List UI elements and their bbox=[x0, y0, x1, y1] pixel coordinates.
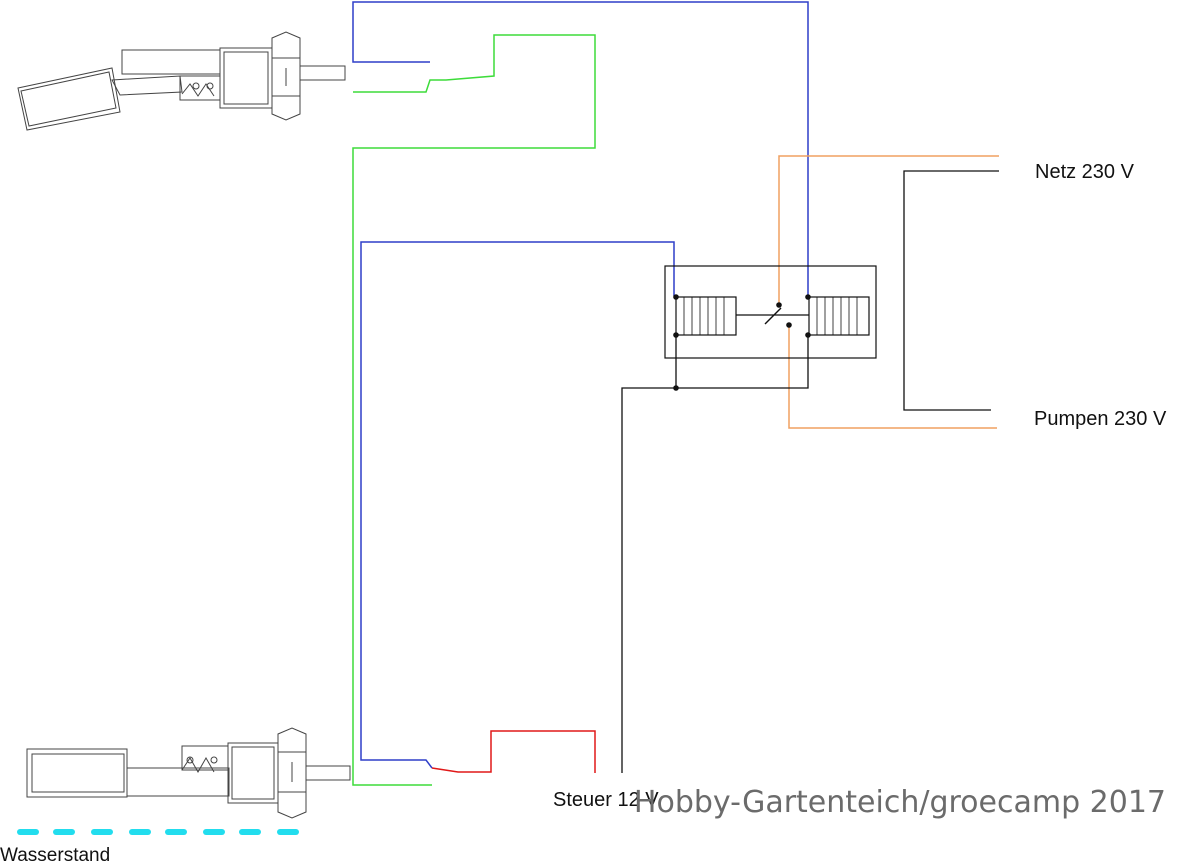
wire-blue bbox=[352, 1, 809, 769]
wire-black bbox=[621, 170, 999, 773]
control-voltage-label: Steuer 12 V bbox=[553, 789, 659, 811]
mains-label: Netz 230 V bbox=[1035, 161, 1135, 183]
watermark-text: Hobby-Gartenteich/groecamp 2017 bbox=[634, 785, 1166, 820]
junction-dots bbox=[673, 294, 811, 391]
wire-green bbox=[352, 34, 596, 786]
water-level-label: Wasserstand bbox=[0, 845, 110, 863]
float-switch-bottom-icon bbox=[26, 727, 351, 819]
wire-red bbox=[431, 730, 596, 773]
relay-icon bbox=[664, 265, 877, 359]
pump-label: Pumpen 230 V bbox=[1034, 408, 1167, 430]
float-switch-top-icon bbox=[17, 31, 346, 131]
wire-orange bbox=[778, 155, 999, 429]
